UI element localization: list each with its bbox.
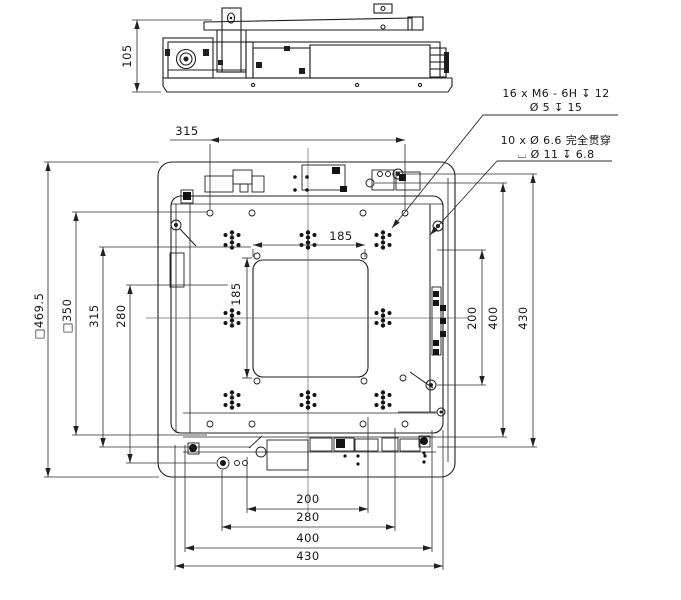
dim-left-280 [126, 284, 228, 464]
callout-counterbore: 10 x Ø 6.6 完全贯穿 ⌴ Ø 11 ↧ 6.8 [429, 133, 612, 236]
callout-m6-line2: Ø 5 ↧ 15 [530, 101, 583, 114]
dim-label-bottom-200: 200 [296, 492, 319, 506]
dim-bottom-400 [184, 430, 433, 552]
moving-plate [170, 195, 444, 434]
dim-label-aperture-width: 185 [329, 229, 352, 243]
dim-label-side-height: 105 [120, 44, 134, 67]
outer-plate [157, 161, 456, 478]
dim-label-left-280: 280 [114, 304, 128, 327]
dim-label-left-inner: □350 [60, 299, 74, 334]
plan-view [146, 148, 468, 512]
dim-bottom-280 [221, 428, 396, 531]
dim-label-left-315: 315 [87, 304, 101, 327]
dim-label-bottom-280: 280 [296, 510, 319, 524]
base-plate [162, 77, 453, 93]
dim-side-height [132, 19, 212, 93]
dim-label-top-315: 315 [175, 124, 198, 138]
dim-left-315 [99, 246, 251, 448]
dim-left-350 [72, 211, 207, 436]
dim-bottom-430 [174, 430, 444, 570]
leader-line-cbore [429, 160, 498, 236]
dim-aperture-height [242, 257, 252, 379]
dim-label-bottom-400: 400 [296, 531, 319, 545]
dimensions [44, 137, 537, 570]
dim-label-aperture-height: 185 [229, 282, 243, 305]
dim-label-right-200: 200 [465, 306, 479, 329]
callout-cbore-line2: ⌴ Ø 11 ↧ 6.8 [518, 148, 595, 161]
bottom-mechanism-band [187, 435, 431, 471]
dim-label-bottom-430: 430 [296, 549, 319, 563]
mount-holes [206, 209, 409, 428]
side-view [162, 3, 453, 93]
dim-top-315 [170, 137, 406, 209]
motor-knob [175, 48, 197, 70]
dim-label-right-400: 400 [486, 306, 500, 329]
top-plate [203, 17, 413, 31]
left-slot [169, 252, 185, 288]
plan-connector [431, 286, 446, 356]
dim-label-left-outer: □469.5 [32, 293, 46, 340]
top-mechanism-band [180, 164, 421, 204]
dim-right-400 [375, 182, 507, 438]
leader-line-m6 [391, 114, 484, 229]
dim-label-right-430: 430 [516, 306, 530, 329]
dim-aperture-width [252, 242, 366, 257]
dim-left-469 [44, 161, 159, 478]
callout-m6-line1: 16 x M6 - 6H ↧ 12 [502, 87, 609, 100]
callout-m6: 16 x M6 - 6H ↧ 12 Ø 5 ↧ 15 [391, 87, 618, 229]
callout-cbore-line1: 10 x Ø 6.6 完全贯穿 [501, 133, 612, 147]
motor-block [162, 37, 214, 79]
center-aperture [252, 259, 369, 378]
dim-right-430 [404, 173, 537, 448]
limit-switch [373, 3, 393, 14]
dim-right-200 [437, 249, 486, 386]
dim-bottom-200 [246, 417, 369, 513]
